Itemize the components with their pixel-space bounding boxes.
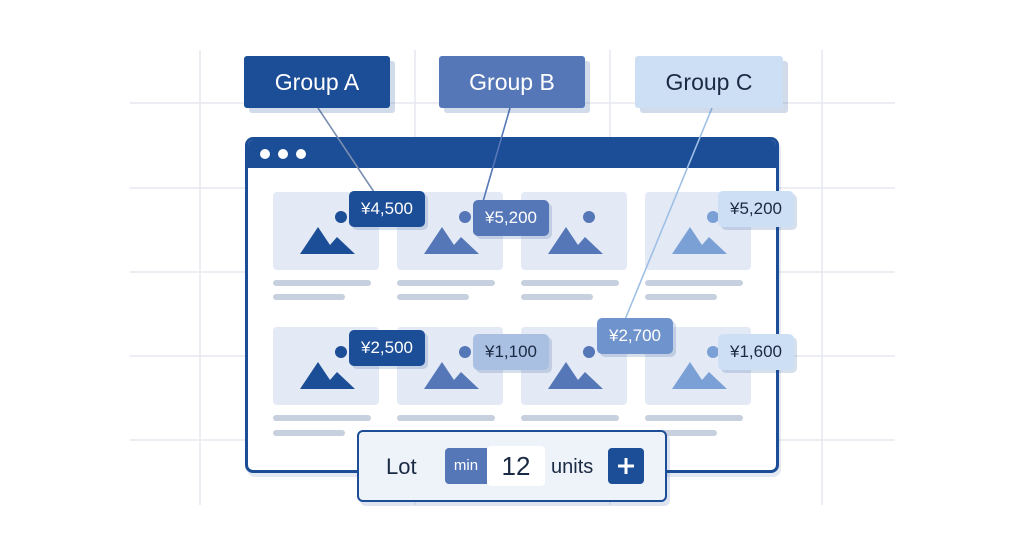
text-line-placeholder <box>273 415 371 421</box>
price-tag[interactable]: ¥2,700 <box>597 318 673 354</box>
lot-quantity-stepper: Lot min 12 units <box>357 430 667 502</box>
text-line-placeholder <box>521 415 619 421</box>
text-line-placeholder <box>273 280 371 286</box>
image-placeholder-icon <box>548 346 603 389</box>
text-line-placeholder <box>645 280 743 286</box>
text-line-placeholder <box>397 294 469 300</box>
browser-window <box>245 137 779 473</box>
text-line-placeholder <box>645 430 717 436</box>
image-placeholder-icon <box>300 211 355 254</box>
group-c-label[interactable]: Group C <box>635 56 783 108</box>
price-tag[interactable]: ¥5,200 <box>473 200 549 236</box>
image-placeholder-icon <box>424 211 479 254</box>
units-label: units <box>551 456 594 478</box>
price-tag[interactable]: ¥5,200 <box>718 191 794 227</box>
lot-label: Lot <box>386 454 417 479</box>
price-tag[interactable]: ¥1,100 <box>473 334 549 370</box>
image-placeholder-icon <box>672 346 727 389</box>
window-dot-icon <box>278 149 288 159</box>
group-a-label[interactable]: Group A <box>244 56 390 108</box>
text-line-placeholder <box>645 415 743 421</box>
window-dot-icon <box>296 149 306 159</box>
text-line-placeholder <box>273 430 345 436</box>
image-placeholder-icon <box>548 211 603 254</box>
group-b-label[interactable]: Group B <box>439 56 585 108</box>
window-dot-icon <box>260 149 270 159</box>
price-tag[interactable]: ¥1,600 <box>718 334 794 370</box>
text-line-placeholder <box>521 280 619 286</box>
image-placeholder-icon <box>300 346 355 389</box>
text-line-placeholder <box>273 294 345 300</box>
price-tag[interactable]: ¥4,500 <box>349 191 425 227</box>
text-line-placeholder <box>521 294 593 300</box>
quantity-input[interactable]: 12 <box>487 446 545 486</box>
text-line-placeholder <box>397 280 495 286</box>
plus-icon[interactable] <box>608 448 644 484</box>
price-tag[interactable]: ¥2,500 <box>349 330 425 366</box>
min-badge: min <box>445 448 487 484</box>
text-line-placeholder <box>397 415 495 421</box>
text-line-placeholder <box>645 294 717 300</box>
image-placeholder-icon <box>424 346 479 389</box>
window-titlebar <box>248 140 776 168</box>
